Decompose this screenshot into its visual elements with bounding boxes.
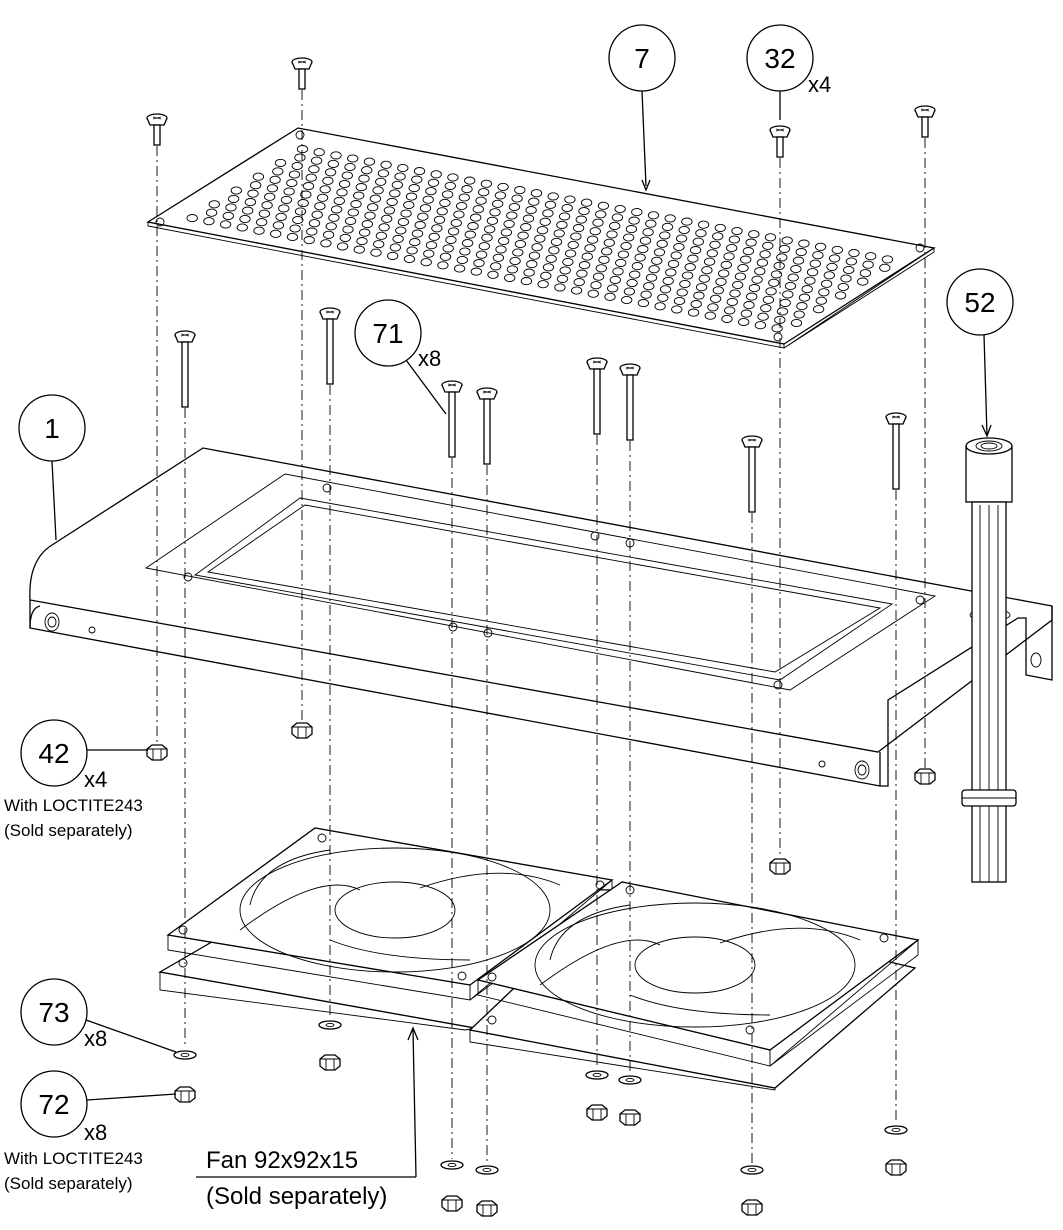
callout-7: 7	[608, 24, 676, 192]
callout-1-label: 1	[44, 413, 60, 444]
callout-32-qty: x4	[808, 72, 831, 97]
nut-42	[291, 722, 313, 739]
callout-71-label: 71	[372, 318, 403, 349]
nut-72	[619, 1109, 641, 1126]
washer-73	[585, 1070, 609, 1080]
screw-32	[914, 105, 936, 138]
screw-32	[146, 113, 168, 146]
callout-71-qty: x8	[418, 346, 441, 371]
screw-71	[174, 330, 196, 408]
callout-72-note-2: (Sold separately)	[4, 1174, 133, 1193]
washer-73	[618, 1075, 642, 1085]
callout-7-label: 7	[634, 43, 650, 74]
nut-42	[769, 858, 791, 875]
callout-32-label: 32	[764, 43, 795, 74]
nut-72	[319, 1054, 341, 1071]
screw-32	[769, 125, 791, 158]
nut-72	[885, 1159, 907, 1176]
callout-72-label: 72	[38, 1089, 69, 1120]
nut-72	[741, 1199, 763, 1216]
screw-71	[441, 380, 463, 458]
callout-71: 71 x8	[354, 299, 447, 415]
washer-73	[475, 1165, 499, 1175]
nut-72	[476, 1200, 498, 1217]
screw-32	[291, 57, 313, 90]
callout-52-label: 52	[964, 287, 995, 318]
hardware-group	[146, 57, 936, 1217]
main-bracket	[29, 447, 1053, 787]
callout-42: 42 x4 With LOCTITE243 (Sold separately)	[4, 719, 148, 840]
nut-72	[586, 1104, 608, 1121]
nut-72	[174, 1086, 196, 1103]
callout-42-qty: x4	[84, 767, 107, 792]
callout-42-label: 42	[38, 738, 69, 769]
screw-71	[885, 412, 907, 490]
washer-73	[884, 1125, 908, 1135]
washer-73	[318, 1020, 342, 1030]
nut-72	[441, 1195, 463, 1212]
callout-72-qty: x8	[84, 1120, 107, 1145]
callout-42-note-2: (Sold separately)	[4, 821, 133, 840]
callout-73-label: 73	[38, 997, 69, 1028]
screw-71	[586, 357, 608, 435]
fan-label-line1: Fan 92x92x15	[206, 1147, 358, 1174]
washer-73	[173, 1050, 197, 1060]
screw-71	[741, 435, 763, 513]
nut-42	[146, 744, 168, 761]
screw-71	[319, 307, 341, 385]
nut-42	[914, 768, 936, 785]
callout-42-note-1: With LOCTITE243	[4, 796, 143, 815]
washer-73	[740, 1165, 764, 1175]
fan-left	[158, 827, 614, 1031]
callout-72: 72 x8 With LOCTITE243 (Sold separately)	[4, 1070, 177, 1193]
fan-right	[468, 881, 920, 1091]
cable-gland	[961, 437, 1017, 883]
screw-71	[619, 363, 641, 441]
callout-32: 32 x4	[746, 24, 831, 120]
callout-73-qty: x8	[84, 1026, 107, 1051]
washer-73	[440, 1160, 464, 1170]
perforated-cover-plate	[146, 127, 936, 349]
cover-perforations	[186, 145, 894, 333]
callout-52: 52	[946, 268, 1014, 438]
callout-72-note-1: With LOCTITE243	[4, 1149, 143, 1168]
callout-73: 73 x8	[20, 978, 177, 1053]
callout-1: 1	[18, 394, 86, 541]
screw-71	[476, 387, 498, 465]
fan-label-line2: (Sold separately)	[206, 1183, 387, 1210]
fan-label: Fan 92x92x15 (Sold separately)	[196, 1026, 419, 1210]
